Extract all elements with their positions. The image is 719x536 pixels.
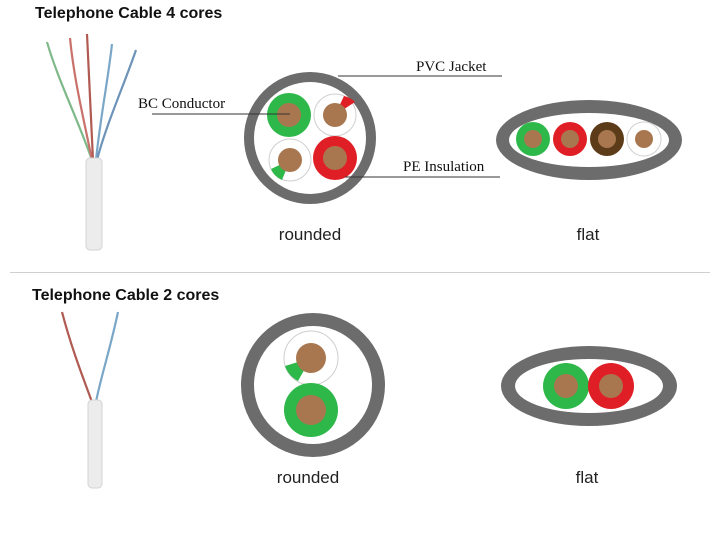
core-white-green-stripe — [283, 330, 339, 386]
caption-rounded-4-cores: rounded — [278, 225, 342, 244]
rounded-4-core-cross-section — [244, 72, 376, 204]
bc-conductor-label: BC Conductor — [138, 96, 226, 112]
section-divider — [10, 272, 710, 273]
pe-insulation-label: PE Insulation — [403, 159, 485, 175]
core-green — [267, 93, 311, 137]
core-white-red-stripe — [313, 93, 357, 137]
flat-2-core-cross-section — [501, 346, 677, 426]
rounded-2-core-cross-section — [241, 313, 385, 457]
caption-flat-4-cores: flat — [576, 225, 600, 244]
core-white-green-stripe — [268, 138, 312, 182]
caption-rounded-2-cores: rounded — [276, 468, 340, 487]
section-title-4-cores: Telephone Cable 4 cores — [35, 5, 223, 22]
core-red — [313, 136, 357, 180]
pvc-jacket-label: PVC Jacket — [416, 59, 487, 75]
core-green — [284, 383, 338, 437]
cable-photo-2-cores — [60, 311, 120, 489]
flat-4-core-cross-section — [496, 100, 682, 180]
section-title-2-cores: Telephone Cable 2 cores — [32, 287, 220, 304]
cable-photo-4-cores — [45, 33, 138, 251]
caption-flat-2-cores: flat — [575, 468, 599, 487]
